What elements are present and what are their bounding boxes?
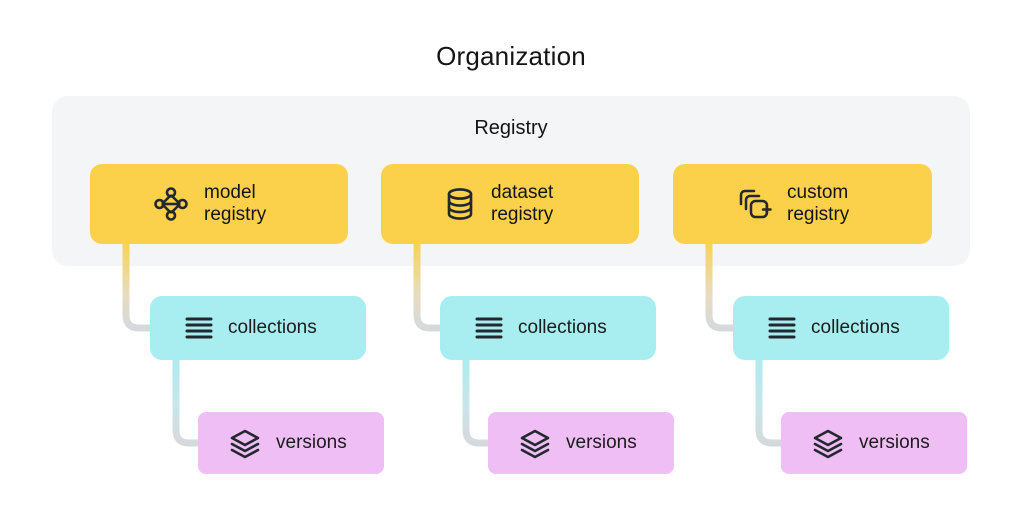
card-label: versions [566,431,637,453]
card-collections-1[interactable]: collections [150,296,366,360]
card-collections-2[interactable]: collections [440,296,656,360]
card-label: versions [276,431,347,453]
list-lines-icon [475,317,503,339]
card-dataset-registry[interactable]: dataset registry [381,164,639,244]
card-label: model registry [204,181,267,225]
node-graph-icon [154,187,188,221]
card-label: dataset registry [491,181,554,225]
layers-stack-icon [813,429,843,459]
card-label: collections [228,316,317,338]
registry-panel-title: Registry [474,117,548,139]
stacked-squares-plus-icon [739,189,772,219]
organization-title: Organization [436,41,586,71]
list-lines-icon [768,317,796,339]
card-label: custom registry [787,181,850,225]
card-custom-registry[interactable]: custom registry [673,164,932,244]
layers-stack-icon [230,429,260,459]
database-cylinder-icon [447,188,473,220]
card-model-registry[interactable]: model registry [90,164,348,244]
card-versions-3[interactable]: versions [781,412,967,474]
card-label: collections [518,316,607,338]
card-collections-3[interactable]: collections [733,296,949,360]
list-lines-icon [185,317,213,339]
card-label: versions [859,431,930,453]
card-versions-1[interactable]: versions [198,412,384,474]
card-versions-2[interactable]: versions [488,412,674,474]
layers-stack-icon [520,429,550,459]
card-label: collections [811,316,900,338]
